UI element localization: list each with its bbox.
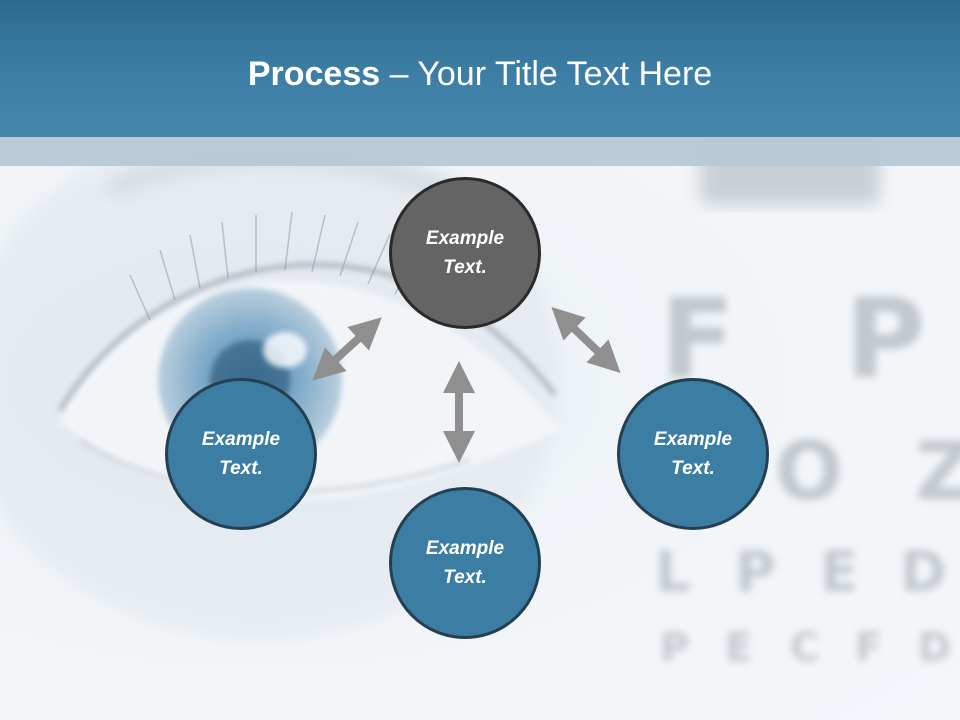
process-node-left[interactable]: Example Text. xyxy=(165,378,317,530)
title-underbar xyxy=(0,137,960,166)
double-arrow-right xyxy=(551,306,621,374)
process-node-right[interactable]: Example Text. xyxy=(617,378,769,530)
eye-chart-letter: P xyxy=(845,275,926,403)
double-arrow-left xyxy=(312,317,382,381)
process-node-bottom[interactable]: Example Text. xyxy=(389,487,541,639)
eye-chart-letter: C xyxy=(790,625,820,671)
title-rest-text: – Your Title Text Here xyxy=(380,55,713,93)
eye-chart-letter: O xyxy=(775,425,844,518)
title-bold-text: Process xyxy=(247,55,381,93)
eye-chart-letter: F xyxy=(855,625,883,671)
eye-chart-letter: D xyxy=(918,625,952,671)
eye-chart-letter: P xyxy=(660,625,690,671)
process-node-label: Example Text. xyxy=(653,429,733,479)
eye-chart-letter: D xyxy=(900,540,947,605)
process-node-center[interactable]: Example Text. xyxy=(389,177,541,329)
title-bar xyxy=(0,0,960,137)
process-node-label: Example Text. xyxy=(425,538,505,588)
eye-chart-letter: E xyxy=(820,540,859,605)
eye-chart-letter: L xyxy=(655,540,691,605)
eye-chart-letter: P xyxy=(735,540,777,605)
process-node-label: Example Text. xyxy=(201,429,281,479)
process-node-label: Example Text. xyxy=(425,228,505,278)
eye-chart-letter: Z xyxy=(915,425,960,518)
slide-title[interactable]: Process – Your Title Text Here xyxy=(0,50,960,98)
eye-chart-letter: E xyxy=(725,625,753,671)
